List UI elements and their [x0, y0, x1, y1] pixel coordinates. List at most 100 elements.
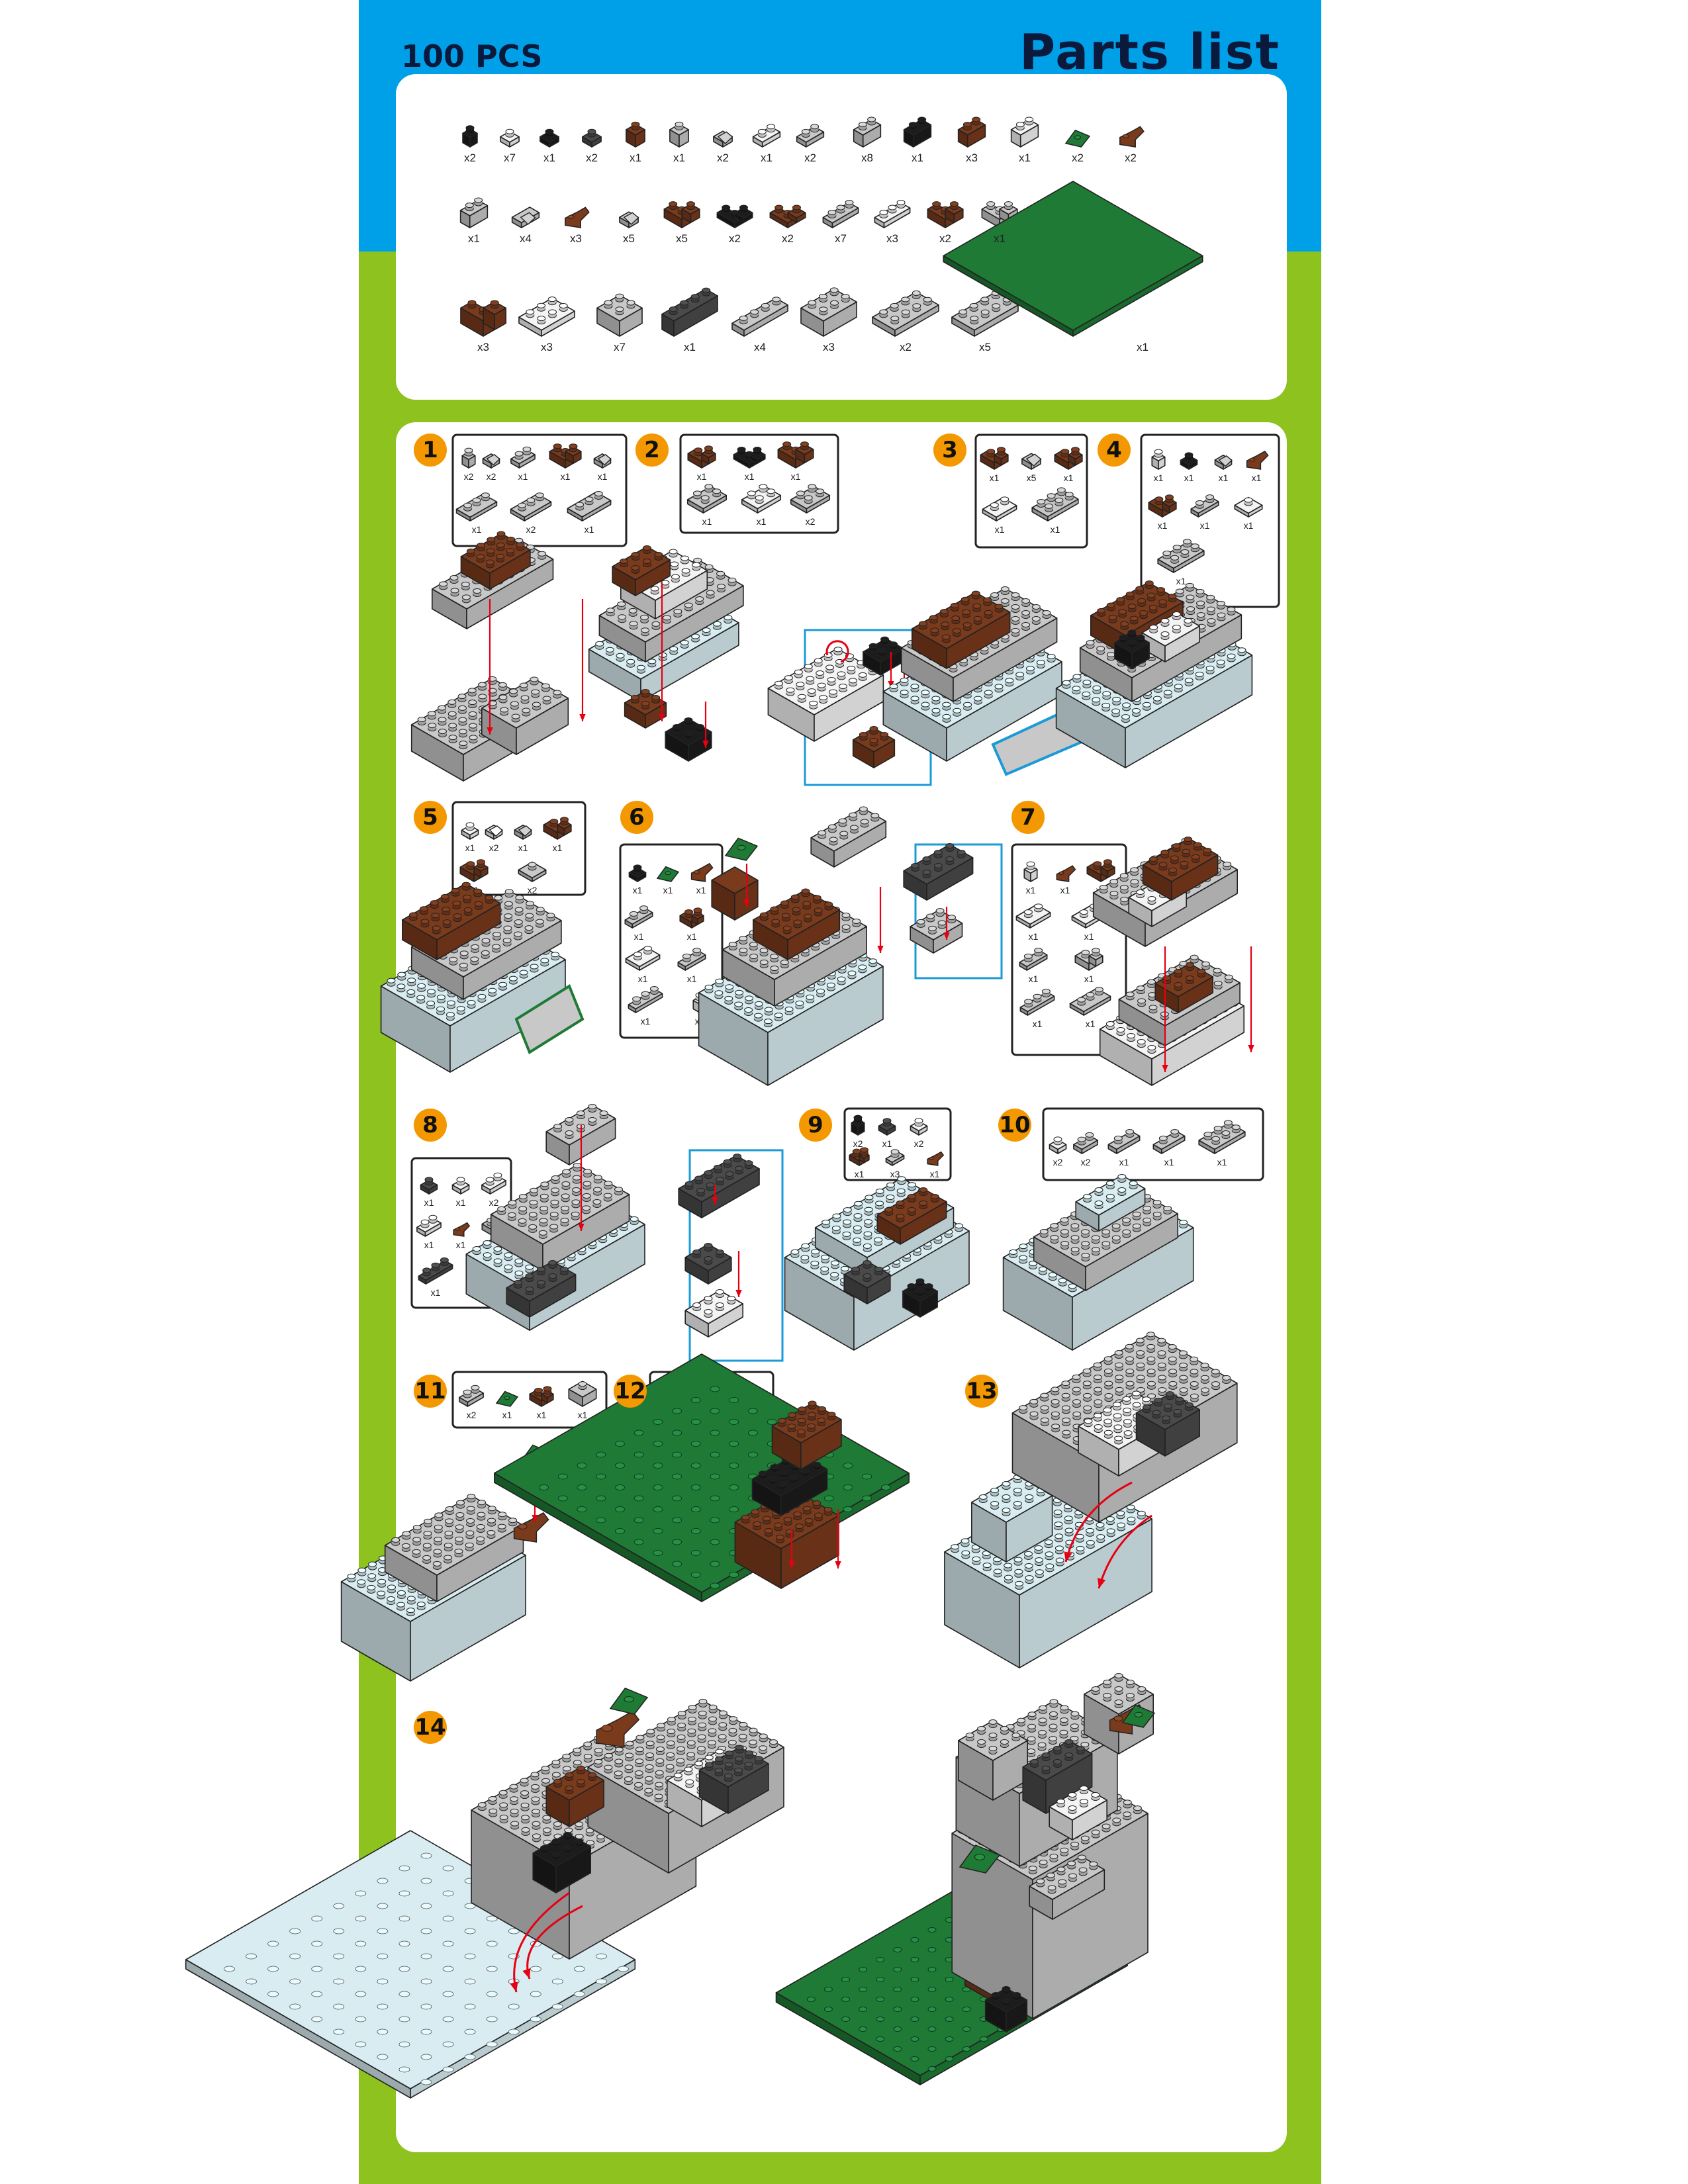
part-quantity: x1 — [1154, 473, 1164, 483]
part-quantity: x1 — [1217, 1157, 1227, 1167]
part-quantity: x8 — [861, 152, 873, 164]
part-quantity: x2 — [804, 152, 816, 164]
part-icon-light_gray-brick-2x3 — [801, 288, 857, 336]
part-quantity: x1 — [1219, 473, 1229, 483]
step-number-12: 12 — [614, 1375, 647, 1408]
part-quantity: x2 — [1081, 1157, 1091, 1167]
part-quantity: x1 — [995, 524, 1005, 535]
part-quantity: x1 — [634, 931, 644, 942]
part-icon-white-plate-1x2 — [753, 124, 780, 147]
part-icon-brown-branch — [1120, 126, 1144, 147]
step-10-illustration — [1004, 1175, 1194, 1351]
part-quantity: x2 — [526, 524, 536, 535]
part-quantity: x1 — [456, 1197, 466, 1208]
part-quantity: x1 — [502, 1410, 512, 1420]
part-quantity: x1 — [1033, 1019, 1043, 1029]
part-quantity: x1 — [1158, 520, 1168, 531]
part-quantity: x3 — [966, 152, 978, 164]
part-icon-brown-branch — [565, 207, 589, 228]
part-quantity: x7 — [614, 341, 626, 353]
part-quantity: x1 — [465, 842, 475, 853]
part-quantity: x1 — [431, 1287, 441, 1298]
part-quantity: x1 — [1164, 1157, 1174, 1167]
part-quantity: x5 — [1027, 473, 1037, 483]
part-quantity: x1 — [537, 1410, 547, 1420]
step-14-left-illustration — [186, 1688, 784, 2098]
part-quantity: x1 — [638, 974, 648, 984]
part-quantity: x1 — [1051, 524, 1060, 535]
part-icon-brown-corner-2x2 — [927, 202, 962, 228]
part-quantity: x2 — [900, 341, 912, 353]
part-quantity: x2 — [853, 1138, 863, 1149]
step-number-9: 9 — [799, 1109, 832, 1142]
part-quantity: x2 — [489, 842, 499, 853]
step-8-callout — [679, 1150, 782, 1361]
part-quantity: x1 — [687, 931, 697, 942]
part-quantity: x7 — [835, 232, 847, 245]
step-2-illustration — [589, 546, 743, 762]
part-quantity: x1 — [578, 1410, 588, 1420]
part-quantity: x1 — [663, 885, 673, 895]
step-number-6: 6 — [620, 801, 653, 834]
part-quantity: x1 — [468, 232, 480, 245]
step-14-final-model — [776, 1674, 1155, 2085]
part-quantity: x2 — [1053, 1157, 1063, 1167]
part-quantity: x1 — [633, 885, 643, 895]
part-icon-brown-corner-2x2 — [664, 202, 699, 228]
step-number-8: 8 — [414, 1109, 447, 1142]
part-quantity: x2 — [782, 232, 794, 245]
part-icon-light_gray-plate-1x3 — [823, 201, 858, 228]
part-icon-light_gray-slope-1x1 — [714, 131, 732, 147]
part-quantity: x1 — [697, 471, 707, 482]
part-quantity: x2 — [1125, 152, 1137, 164]
part-quantity: x1 — [630, 152, 641, 164]
part-quantity: x1 — [553, 842, 563, 853]
part-quantity: x1 — [1252, 473, 1262, 483]
part-quantity: x1 — [641, 1016, 651, 1026]
part-icon-light_gray-plate-2x4 — [872, 291, 939, 336]
part-quantity: x1 — [543, 152, 555, 164]
part-quantity: x3 — [477, 341, 489, 353]
part-quantity: x1 — [1029, 974, 1039, 984]
part-quantity: x2 — [939, 232, 951, 245]
part-icon-brown-corner-plate-2x2 — [770, 205, 805, 228]
part-icon-light_gray-slope-2x1 — [620, 212, 638, 228]
part-quantity: x1 — [673, 152, 685, 164]
part-quantity: x1 — [994, 232, 1006, 245]
part-quantity: x1 — [882, 1138, 892, 1149]
part-quantity: x2 — [914, 1138, 924, 1149]
step-number-7: 7 — [1011, 801, 1045, 834]
part-quantity: x1 — [696, 885, 706, 895]
part-quantity: x1 — [518, 471, 528, 482]
part-quantity: x1 — [702, 516, 712, 527]
part-quantity: x1 — [930, 1169, 940, 1179]
part-icon-brown-corner-brick-2x2 — [461, 300, 506, 336]
part-icon-light_gray-brick-2x2 — [597, 294, 642, 336]
part-quantity: x4 — [520, 232, 532, 245]
part-icon-light_gray-brick-1x2 — [854, 117, 881, 147]
part-quantity: x1 — [687, 974, 697, 984]
part-icon-brown-brick-1x2 — [959, 117, 986, 147]
step-1-illustration — [412, 531, 586, 781]
step-number-14: 14 — [414, 1711, 447, 1744]
step-4-illustration — [1056, 581, 1252, 768]
part-quantity: x2 — [729, 232, 741, 245]
part-quantity: x4 — [754, 341, 766, 353]
part-icon-black-plate-1x1 — [540, 129, 559, 147]
part-quantity: x1 — [1119, 1157, 1129, 1167]
part-quantity: x2 — [487, 471, 496, 482]
part-quantity: x1 — [684, 341, 696, 353]
part-icon-dark_gray-brick-1x4 — [662, 288, 718, 336]
step-number-5: 5 — [414, 801, 447, 834]
part-icon-light_gray-plate-1x2 — [797, 124, 824, 147]
step-number-4: 4 — [1098, 433, 1131, 467]
step-number-2: 2 — [635, 433, 669, 467]
part-icon-white-plate-1x3 — [874, 201, 910, 228]
step-6-callout — [904, 844, 1002, 979]
part-quantity: x2 — [528, 885, 538, 895]
part-quantity: x1 — [1176, 576, 1186, 586]
part-icon-light_gray-plate-1x4 — [732, 297, 788, 336]
part-quantity: x1 — [1026, 885, 1036, 895]
part-quantity: x1 — [1084, 974, 1094, 984]
